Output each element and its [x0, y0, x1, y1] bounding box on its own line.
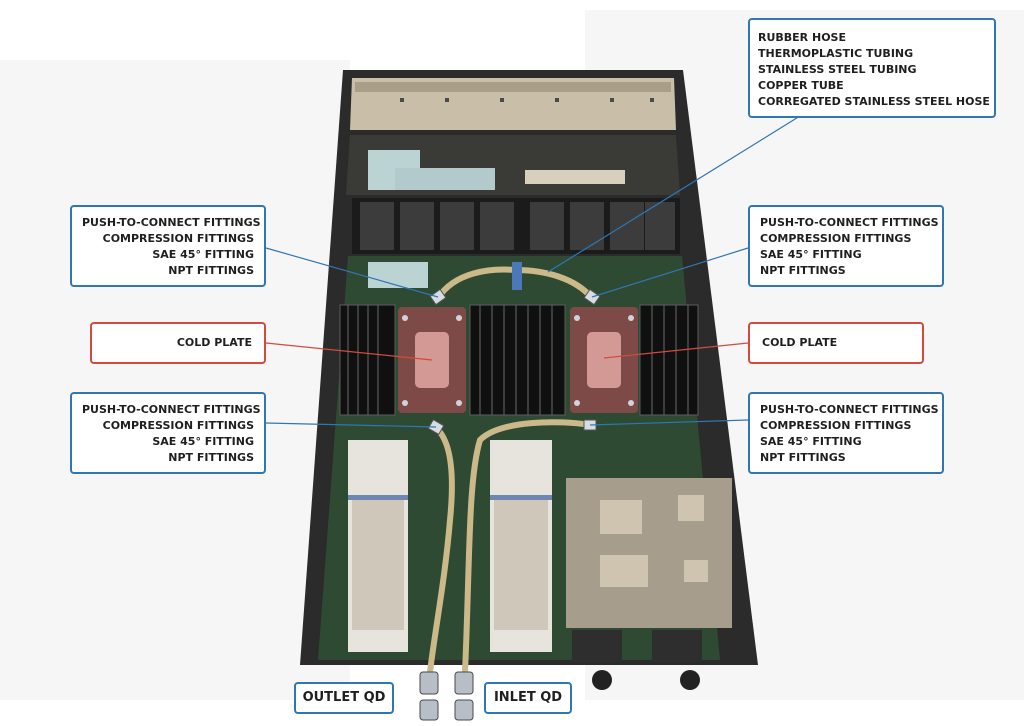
fittings-callout-upper-left: PUSH-TO-CONNECT FITTINGS COMPRESSION FIT…: [70, 205, 266, 287]
leader-fittings-lr: [589, 419, 749, 426]
tubing-outlet-line: [427, 425, 455, 673]
fittings-callout-upper-right: PUSH-TO-CONNECT FITTINGS COMPRESSION FIT…: [748, 205, 944, 287]
callout-line: COMPRESSION FITTINGS: [102, 419, 254, 432]
leader-fittings-ul: [265, 247, 439, 298]
callout-line: COMPRESSION FITTINGS: [760, 419, 912, 432]
ribbon-cable-mid: [395, 168, 495, 190]
power-supply-bay: [566, 478, 732, 628]
psu-block-2: [678, 495, 704, 521]
cold-plate-callout-right: COLD PLATE: [748, 322, 924, 364]
callout-line: PUSH-TO-CONNECT FITTINGS: [82, 216, 261, 229]
riser-mesh-left: [352, 500, 404, 630]
callout-line: SAE 45° FITTING: [152, 248, 254, 261]
psu-block-3: [600, 555, 648, 587]
psu-wheel-left: [592, 670, 612, 690]
cold-plate-callout-left: COLD PLATE: [90, 322, 266, 364]
outlet-qd-label: OUTLET QD: [294, 682, 394, 714]
callout-line: CORREGATED STAINLESS STEEL HOSE: [758, 95, 990, 108]
psu-wheel-right: [680, 670, 700, 690]
cold-plate-screws: [402, 315, 634, 406]
background-panel-left: [0, 60, 350, 700]
memory-dimms: [339, 304, 699, 416]
psu-block-4: [684, 560, 708, 582]
drive-bay-rail: [355, 82, 671, 92]
tubing-tee-fitting: [512, 262, 522, 290]
leader-fittings-ur: [591, 247, 749, 298]
inlet-qd-label: INLET QD: [484, 682, 572, 714]
leader-cold-plate-left: [265, 342, 433, 361]
riser-mesh-right: [494, 500, 548, 630]
callout-line: SAE 45° FITTING: [760, 435, 862, 448]
riser-stripe-right: [490, 495, 552, 500]
callout-line: NPT FITTINGS: [760, 264, 846, 277]
leader-lines: [265, 115, 801, 428]
riser-stripe-left: [348, 495, 408, 500]
callout-line: COLD PLATE: [762, 336, 838, 349]
callout-text: INLET QD: [493, 690, 563, 705]
callout-line: COLD PLATE: [176, 336, 252, 349]
leader-hoses: [547, 115, 801, 273]
callout-line: THERMOPLASTIC TUBING: [758, 47, 914, 60]
callout-line: NPT FITTINGS: [168, 451, 254, 464]
callout-line: RUBBER HOSE: [758, 31, 846, 44]
ribbon-cable-lower: [368, 262, 428, 288]
callout-line: STAINLESS STEEL TUBING: [758, 63, 917, 76]
callout-line: COMPRESSION FITTINGS: [102, 232, 254, 245]
callout-line: SAE 45° FITTING: [760, 248, 862, 261]
quick-disconnects: [419, 671, 474, 721]
leader-fittings-ll: [265, 422, 437, 428]
callout-line: COPPER TUBE: [758, 79, 844, 92]
callout-line: SAE 45° FITTING: [152, 435, 254, 448]
callout-line: PUSH-TO-CONNECT FITTINGS: [760, 216, 939, 229]
psu-handle-right: [652, 630, 702, 662]
callout-line: NPT FITTINGS: [168, 264, 254, 277]
callout-line: COMPRESSION FITTINGS: [760, 232, 912, 245]
cold-plate-right-window: [587, 332, 621, 388]
fittings-callout-lower-right: PUSH-TO-CONNECT FITTINGS COMPRESSION FIT…: [748, 392, 944, 474]
psu-handle-left: [572, 630, 622, 662]
backplane-connector: [525, 170, 625, 184]
callout-line: NPT FITTINGS: [760, 451, 846, 464]
dimm-lines: [347, 305, 689, 415]
hose-types-callout: RUBBER HOSE THERMOPLASTIC TUBING STAINLE…: [748, 18, 996, 118]
leader-cold-plate-right: [603, 342, 749, 359]
tubing-inlet-line: [462, 419, 591, 673]
drive-bay-slots: [400, 98, 654, 102]
fan-units: [360, 202, 675, 250]
fittings-callout-lower-left: PUSH-TO-CONNECT FITTINGS COMPRESSION FIT…: [70, 392, 266, 474]
callout-line: PUSH-TO-CONNECT FITTINGS: [760, 403, 939, 416]
callout-text: OUTLET QD: [302, 690, 386, 705]
psu-block-1: [600, 500, 642, 534]
callout-line: PUSH-TO-CONNECT FITTINGS: [82, 403, 261, 416]
